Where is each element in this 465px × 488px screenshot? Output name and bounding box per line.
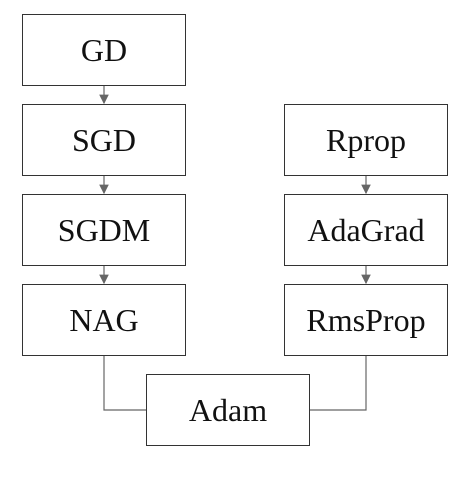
- node-gd-label: GD: [80, 31, 128, 68]
- node-rmsprop: RmsProp: [284, 284, 448, 356]
- node-sgdm-label: SGDM: [57, 211, 151, 248]
- node-adam: Adam: [146, 374, 310, 446]
- node-gd: GD: [22, 14, 186, 86]
- node-sgdm: SGDM: [22, 194, 186, 266]
- node-nag-label: NAG: [69, 301, 139, 338]
- connector-nag-to-adam: [103, 356, 146, 411]
- node-nag: NAG: [22, 284, 186, 356]
- node-adagrad: AdaGrad: [284, 194, 448, 266]
- node-rmsprop-label: RmsProp: [306, 301, 426, 338]
- node-rprop: Rprop: [284, 104, 448, 176]
- node-rprop-label: Rprop: [326, 121, 406, 158]
- node-sgd-label: SGD: [71, 121, 136, 158]
- node-adam-label: Adam: [188, 391, 268, 428]
- node-adagrad-label: AdaGrad: [307, 211, 425, 248]
- connector-rmsprop-to-adam: [310, 356, 367, 411]
- node-sgd: SGD: [22, 104, 186, 176]
